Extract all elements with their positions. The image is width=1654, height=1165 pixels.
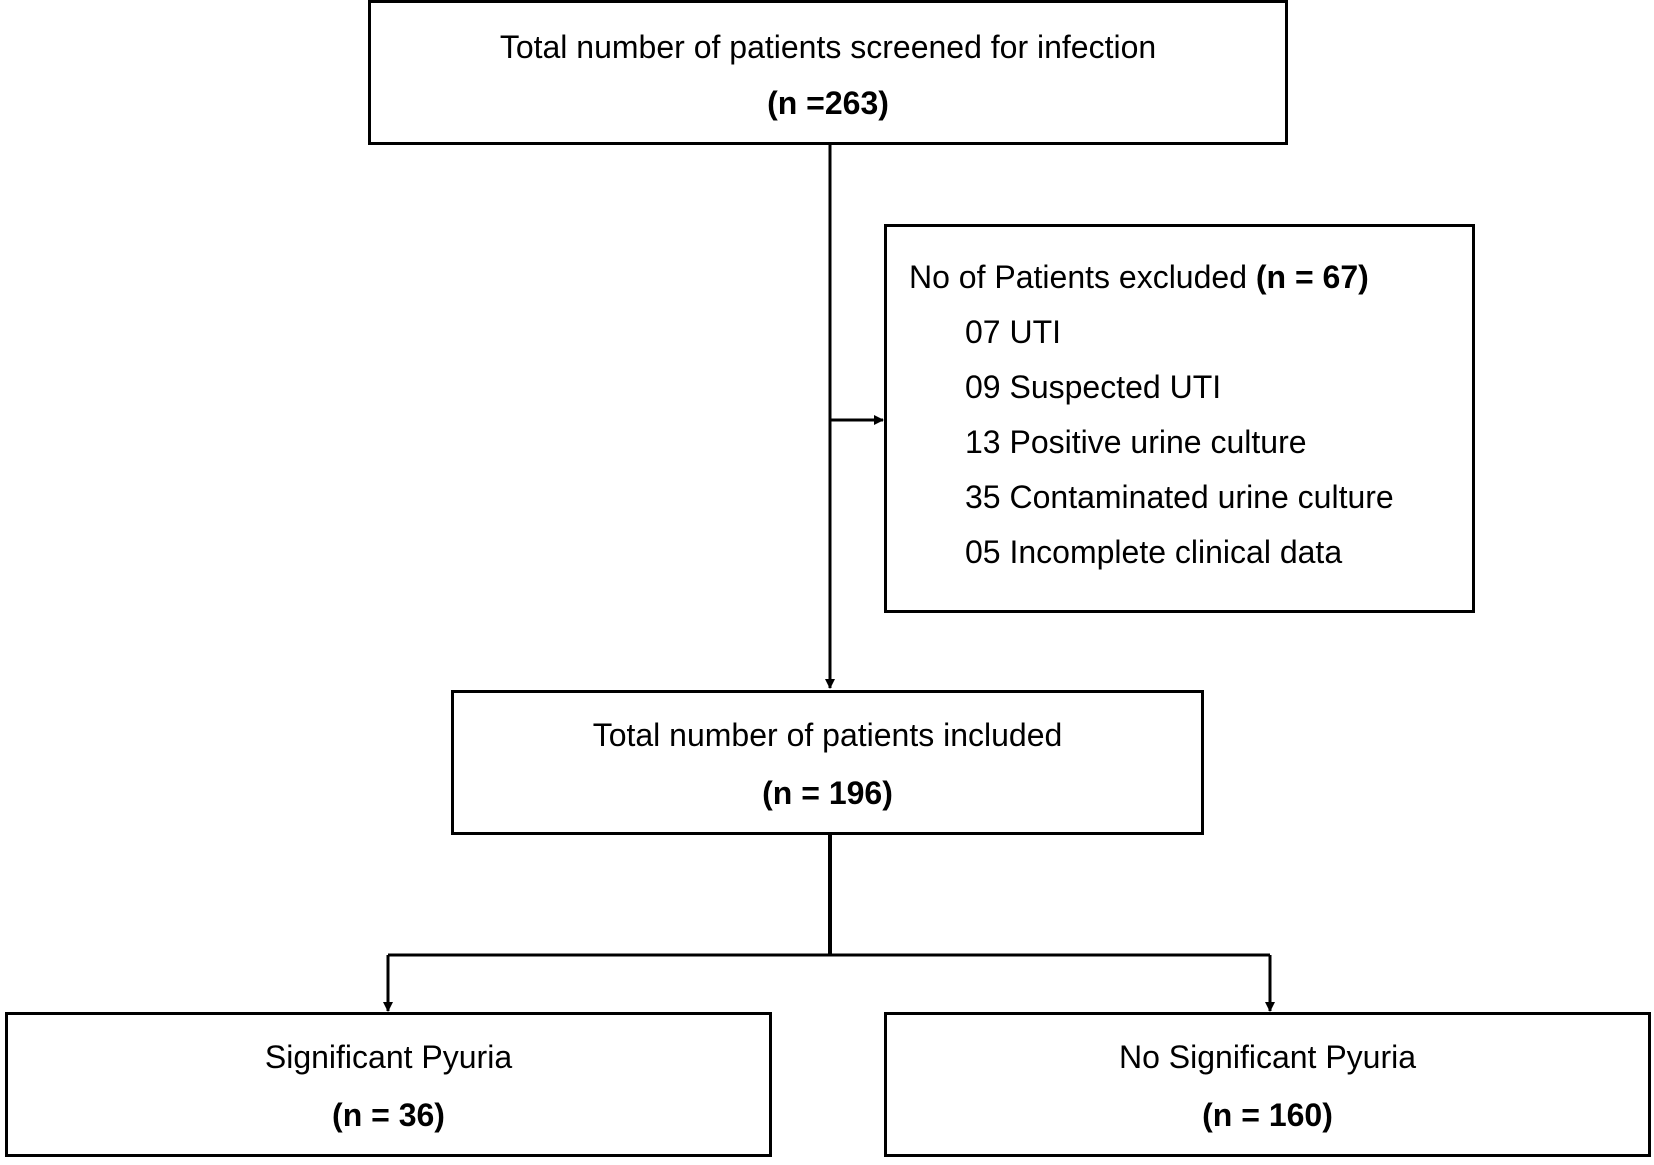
no-significant-pyuria-label: No Significant Pyuria bbox=[1118, 1039, 1417, 1075]
excluded-label: No of Patients excluded bbox=[909, 259, 1256, 295]
no-significant-pyuria-count: (n = 160) bbox=[1202, 1097, 1333, 1133]
included-label: Total number of patients included bbox=[592, 717, 1063, 753]
excluded-box: No of Patients excluded (n = 67) 07 UTI … bbox=[884, 224, 1475, 613]
excluded-reason: 05 Incomplete clinical data bbox=[965, 534, 1343, 570]
excluded-reason: 13 Positive urine culture bbox=[965, 424, 1307, 460]
included-count: (n = 196) bbox=[762, 775, 893, 811]
significant-pyuria-label: Significant Pyuria bbox=[264, 1039, 513, 1075]
significant-pyuria-box: Significant Pyuria (n = 36) bbox=[5, 1012, 772, 1157]
excluded-reason: 07 UTI bbox=[965, 314, 1062, 350]
screened-label: Total number of patients screened for in… bbox=[499, 29, 1157, 65]
excluded-reason: 09 Suspected UTI bbox=[965, 369, 1222, 405]
excluded-count: (n = 67) bbox=[1255, 259, 1369, 295]
no-significant-pyuria-box: No Significant Pyuria (n = 160) bbox=[884, 1012, 1651, 1157]
significant-pyuria-count: (n = 36) bbox=[332, 1097, 445, 1133]
excluded-reason: 35 Contaminated urine culture bbox=[965, 479, 1394, 515]
excluded-title: No of Patients excluded (n = 67) bbox=[909, 257, 1369, 297]
screened-box: Total number of patients screened for in… bbox=[368, 0, 1288, 145]
screened-count: (n =263) bbox=[767, 85, 889, 121]
included-box: Total number of patients included (n = 1… bbox=[451, 690, 1204, 835]
